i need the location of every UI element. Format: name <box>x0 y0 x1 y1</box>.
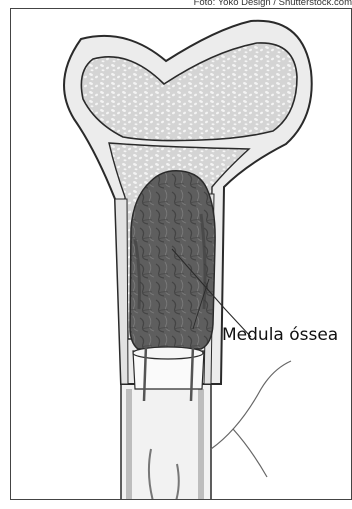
bone-illustration <box>11 9 352 500</box>
photo-credit: Foto: Yoko Design / Shutterstock.com <box>194 0 352 8</box>
bone-shaft <box>121 384 211 500</box>
cortical-wall-left <box>115 199 128 384</box>
label-medula-ossea: Medula óssea <box>222 325 338 345</box>
nerve-branch <box>211 361 291 477</box>
bone-marrow <box>130 171 215 349</box>
figure-frame: Medula óssea <box>10 8 352 500</box>
